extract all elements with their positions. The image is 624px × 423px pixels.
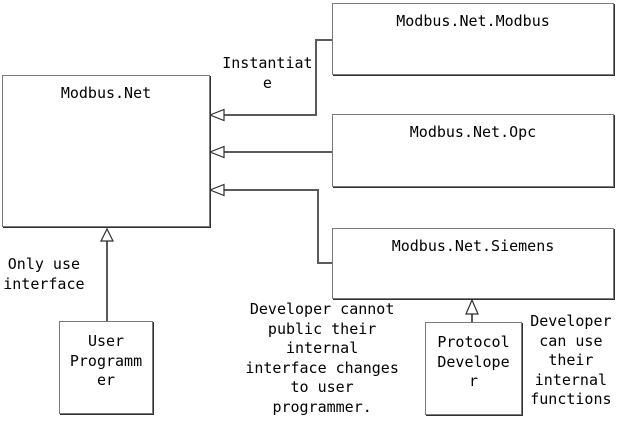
generalization-arrowhead-up-icon xyxy=(465,298,479,315)
box-protocol-developer-label: Protocol Developer xyxy=(437,333,510,390)
open-arrowhead-left-icon xyxy=(208,108,225,122)
box-protocol-developer: Protocol Developer xyxy=(425,322,522,415)
box-user-programmer-label: User Programmer xyxy=(69,332,143,389)
generalization-arrowhead-up-icon xyxy=(100,227,114,242)
annotation-instantiate: Instantiate xyxy=(222,54,313,92)
box-user-programmer: User Programmer xyxy=(59,321,153,414)
box-modbus-net-opc: Modbus.Net.Opc xyxy=(332,114,614,187)
open-arrowhead-left-icon xyxy=(208,183,225,197)
annotation-only-use-interface: Only use interface xyxy=(3,255,85,293)
box-modbus-net-modbus: Modbus.Net.Modbus xyxy=(332,3,614,75)
open-arrowhead-left-icon xyxy=(208,145,225,159)
connector-opc-instantiates-net xyxy=(208,145,332,159)
connector-siemens-instantiates-net xyxy=(208,183,332,264)
box-modbus-net-modbus-label: Modbus.Net.Modbus xyxy=(396,12,550,30)
annotation-developer-can-use: Developer can use their internal functio… xyxy=(530,312,612,408)
box-modbus-net: Modbus.Net xyxy=(2,75,210,227)
box-modbus-net-siemens: Modbus.Net.Siemens xyxy=(332,228,614,299)
box-modbus-net-siemens-label: Modbus.Net.Siemens xyxy=(391,237,555,255)
box-modbus-net-label: Modbus.Net xyxy=(60,84,152,102)
connector-user-programmer-to-modbus-net xyxy=(100,227,114,321)
box-modbus-net-opc-label: Modbus.Net.Opc xyxy=(409,123,537,141)
connector-protocol-developer-to-siemens xyxy=(465,298,479,322)
annotation-developer-cannot: Developer cannot public their internal i… xyxy=(245,300,399,416)
